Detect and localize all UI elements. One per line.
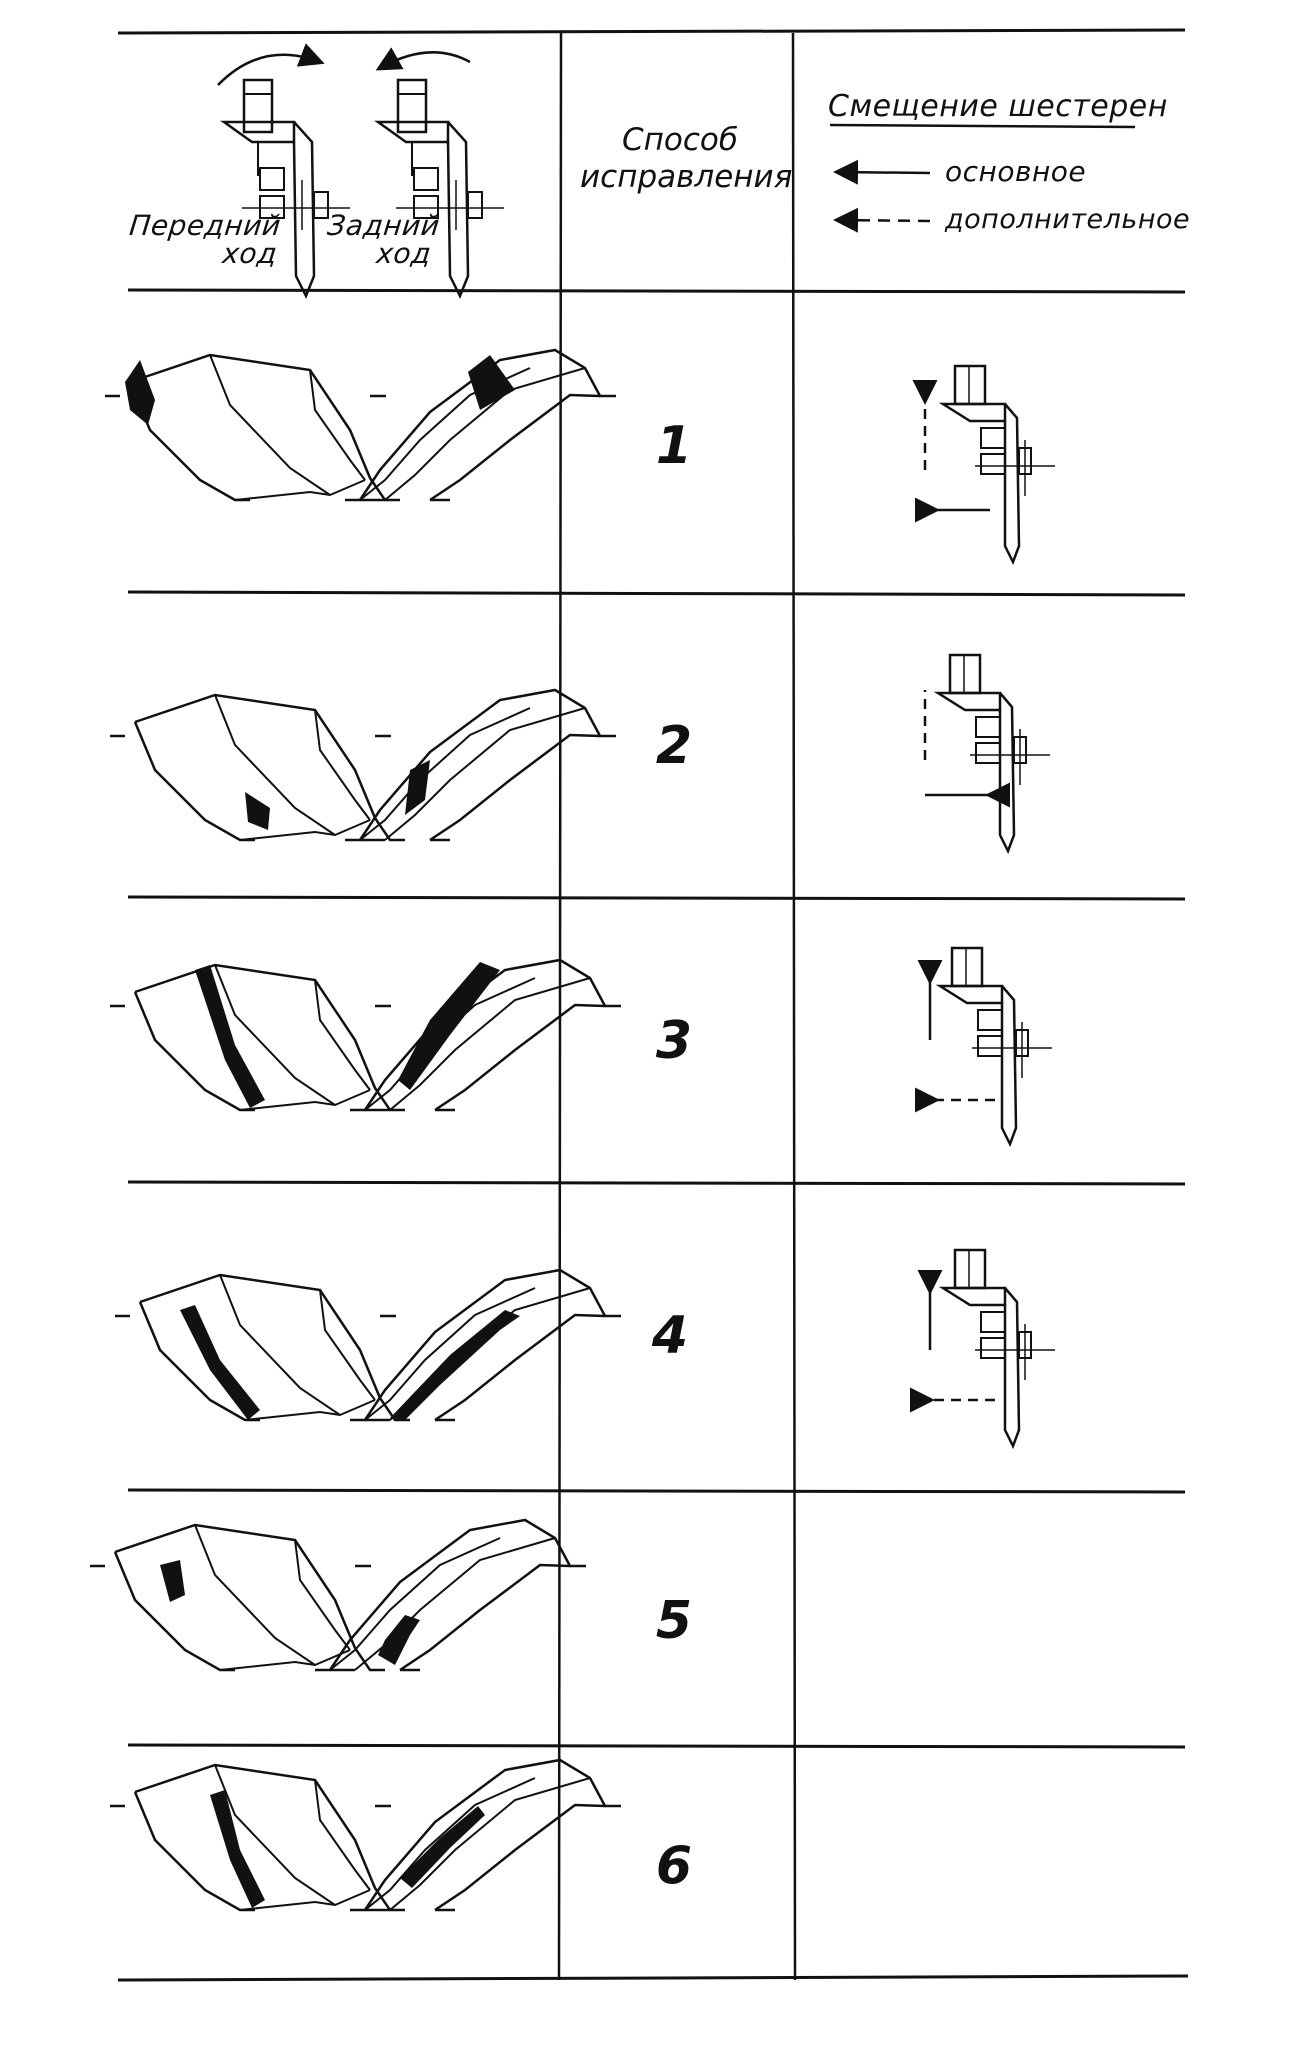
row-3-forward-tooth-icon: [108, 963, 407, 1112]
row-2-reverse-tooth-icon: [343, 688, 618, 842]
row-1-shift-diagram-icon: [912, 364, 1057, 564]
col-divider-1: [557, 32, 563, 1981]
row-6-forward-tooth-icon: [108, 1763, 407, 1912]
rule-top: [117, 28, 1186, 35]
legend-main-line-icon: [833, 159, 931, 185]
shift-title: Смещение шестерен: [828, 89, 1168, 124]
rule-header-bottom: [127, 288, 1186, 294]
method-title-line-1: Способ: [621, 122, 738, 158]
row-4-forward-tooth-icon: [113, 1273, 412, 1422]
row-5-forward-tooth-icon: [88, 1523, 387, 1672]
row-2-method-number: 2: [655, 716, 693, 776]
rule-row-5: [127, 1743, 1186, 1749]
rule-row-2: [127, 895, 1186, 901]
method-title-line-2: исправления: [580, 159, 793, 196]
forward-stroke-line-2: ход: [220, 237, 279, 270]
row-5-reverse-tooth-icon: [313, 1518, 588, 1672]
method-title: Способ исправления: [580, 122, 792, 196]
reverse-stroke-line-2: ход: [374, 237, 433, 270]
rule-row-3: [127, 1180, 1186, 1186]
legend-additional-label: дополнительное: [945, 204, 1191, 235]
row-3-method-number: 3: [655, 1011, 693, 1071]
row-2-forward-tooth-icon: [108, 693, 407, 842]
row-2-shift-diagram-icon: [923, 653, 1052, 853]
col-divider-2: [791, 32, 797, 1981]
row-3-reverse-tooth-icon: [348, 958, 623, 1112]
row-4-reverse-tooth-icon: [348, 1268, 623, 1422]
legend-main-label: основное: [945, 155, 1087, 188]
row-1-method-number: 1: [655, 416, 693, 476]
row-3-shift-diagram-icon: [915, 946, 1054, 1146]
reverse-stroke-label: Задний ход: [323, 209, 442, 270]
rule-row-4: [127, 1488, 1186, 1494]
row-6-reverse-tooth-icon: [348, 1758, 623, 1912]
legend-additional-line-icon: [833, 207, 931, 233]
rule-bottom: [117, 1974, 1189, 1982]
row-6-method-number: 6: [655, 1836, 693, 1896]
row-4-shift-diagram-icon: [910, 1248, 1057, 1448]
row-5-method-number: 5: [655, 1591, 693, 1651]
rule-row-1: [127, 590, 1186, 597]
forward-stroke-label: Передний ход: [125, 209, 283, 270]
row-1-reverse-tooth-icon: [343, 348, 618, 502]
row-4-method-number: 4: [651, 1306, 689, 1366]
shift-title-underline: [829, 123, 1136, 129]
row-1-forward-tooth-icon: [103, 353, 402, 502]
